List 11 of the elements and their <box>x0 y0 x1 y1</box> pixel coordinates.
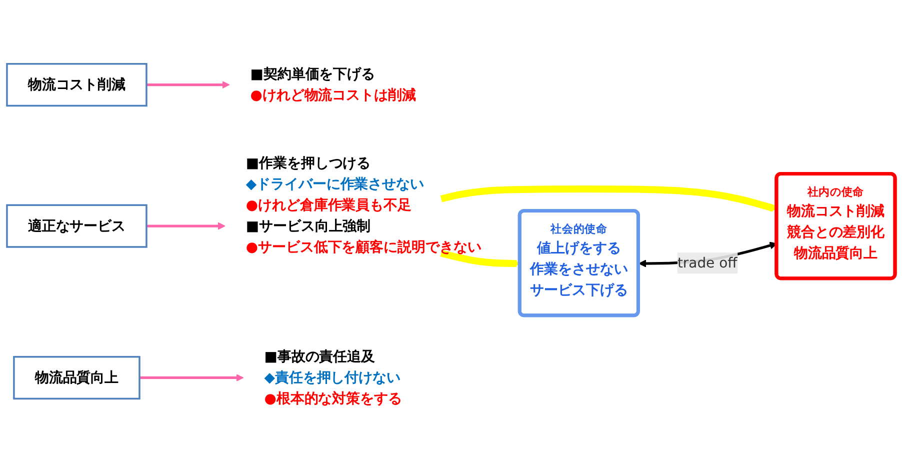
arrow <box>146 80 230 89</box>
node-box: 適正なサービス <box>6 204 148 248</box>
node-text: ■事故の責任追及 ◆責任を押し付けない ●根本的な対策をする <box>264 348 402 407</box>
arrow <box>440 250 520 268</box>
arrow <box>140 374 244 382</box>
node-text: ■契約単価を下げる ●けれど物流コストは削減 <box>250 66 416 104</box>
node-box: 物流品質向上 <box>13 356 140 400</box>
edge-label: trade off <box>677 254 738 271</box>
arrow <box>146 222 226 230</box>
node-text: ■作業を押しつける ◆ドライバーに作業させない ●けれど倉庫作業員も不足 ■サービス向上強制 ●サービス低下を顧客に説明できない <box>246 154 482 255</box>
node-box: 物流コスト削減 <box>6 63 148 107</box>
